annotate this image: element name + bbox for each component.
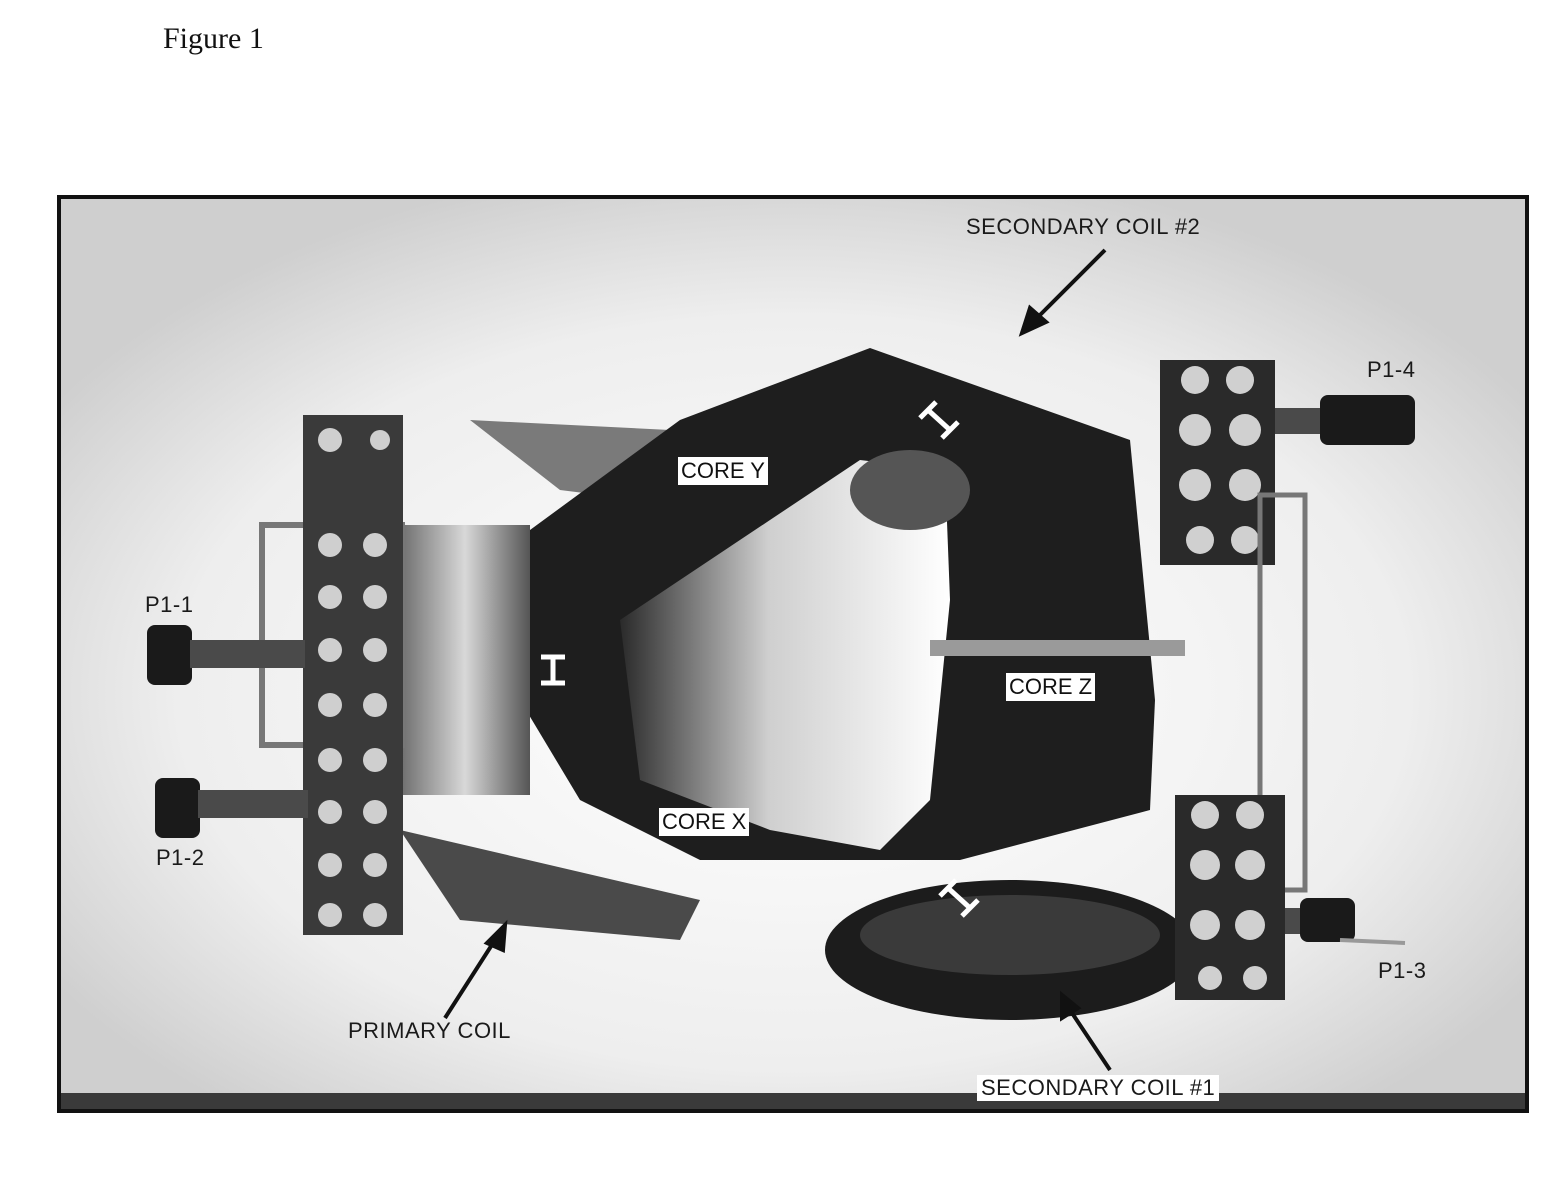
label-secondary-coil-1: SECONDARY COIL #1 [977, 1075, 1220, 1101]
figure-title: Figure 1 [163, 22, 264, 55]
secondary-coil-2 [850, 450, 970, 530]
i-mark-left [541, 654, 565, 686]
p1-1-plug [147, 625, 305, 685]
primary-coil [400, 525, 530, 795]
right-top-terminal-strip [1160, 360, 1275, 565]
label-core-x: CORE X [659, 808, 750, 836]
i-mark-bottom [938, 878, 980, 918]
label-p1-1: P1-1 [145, 592, 194, 617]
p1-3-plug [1285, 898, 1406, 945]
label-p1-3: P1-3 [1378, 958, 1427, 983]
figure-frame [57, 195, 1529, 1113]
label-p1-4: P1-4 [1367, 357, 1416, 382]
arrow-primary-coil [443, 919, 508, 1020]
core-z-rod [930, 640, 1185, 656]
right-bottom-terminal-strip [1175, 795, 1285, 1000]
i-mark-top [918, 400, 960, 440]
core-window [620, 460, 950, 850]
label-secondary-coil-2: SECONDARY COIL #2 [966, 214, 1201, 239]
label-p1-2: P1-2 [156, 845, 205, 870]
bottom-bracket [400, 830, 700, 940]
p1-2-plug [155, 778, 308, 838]
left-terminal-strip [303, 415, 403, 935]
label-primary-coil: PRIMARY COIL [348, 1018, 511, 1043]
arrow-secondary-coil-2 [1018, 248, 1107, 337]
p1-4-plug [1275, 395, 1415, 445]
label-core-z: CORE Z [1006, 673, 1096, 701]
label-core-y: CORE Y [678, 457, 768, 485]
arrow-secondary-coil-1 [1060, 990, 1112, 1072]
